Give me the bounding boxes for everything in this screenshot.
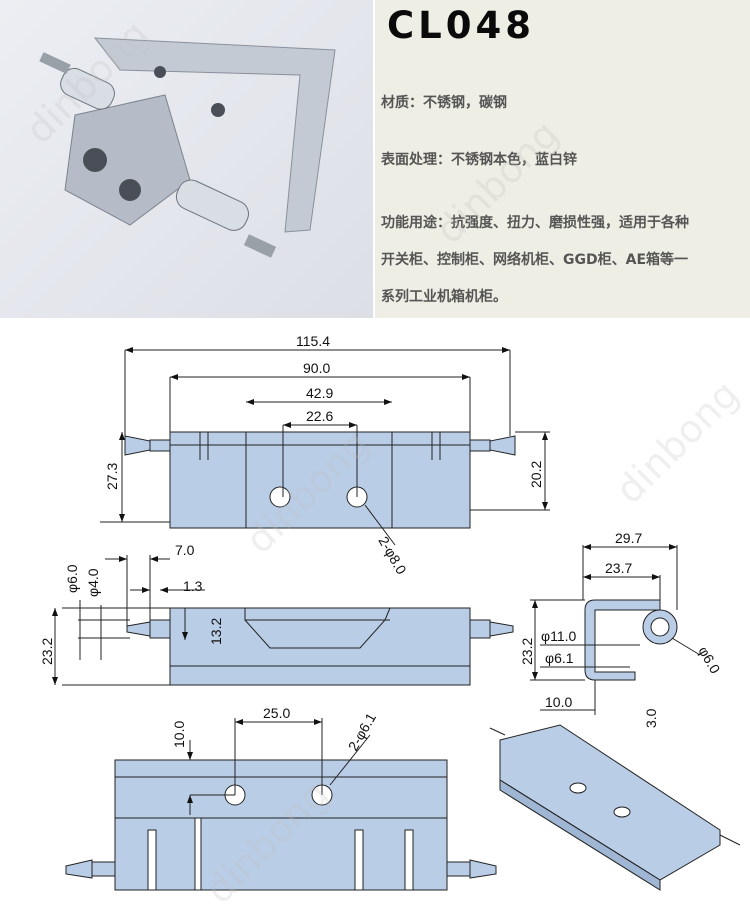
hole-note-bottom: 2-φ6.1	[345, 710, 379, 754]
dim-height-left: 27.3	[104, 463, 120, 490]
top-view	[100, 347, 550, 546]
dim-end-pin-dia: φ6.0	[695, 644, 723, 677]
function-line-2: 开关柜、控制柜、网络机柜、GGD柜、AE箱等一	[381, 252, 689, 268]
surface-text: 表面处理：不锈钢本色，蓝白锌	[381, 152, 577, 168]
dim-end-width: 29.7	[615, 530, 642, 546]
dim-bottom-offset: 10.0	[171, 721, 187, 748]
dim-end-inner: 23.7	[605, 560, 632, 576]
dim-hole-pitch: 22.6	[306, 408, 333, 424]
dim-height-right: 20.2	[528, 461, 544, 488]
dim-pin-length: 7.0	[175, 542, 195, 558]
end-view	[530, 544, 701, 715]
dim-slot: 13.2	[208, 618, 224, 645]
dim-body-length: 90.0	[303, 360, 330, 376]
model-title: CL048	[387, 4, 535, 47]
dim-outer-dia: φ11.0	[541, 628, 577, 644]
product-info-panel: CL048 材质：不锈钢，碳钢 表面处理：不锈钢本色，蓝白锌 功能用途：抗强度、…	[375, 0, 750, 318]
dim-overall-length: 115.4	[296, 333, 330, 349]
dim-end-height: 23.2	[519, 638, 535, 665]
material-text: 材质：不锈钢，碳钢	[381, 95, 507, 111]
dim-center: 42.9	[306, 385, 333, 401]
hole-note-top: 2-φ8.0	[375, 534, 409, 578]
product-photo	[0, 0, 373, 318]
technical-drawing: 115.4 90.0 42.9 22.6 27.3 20.2 2-φ8.0 7.…	[39, 333, 741, 891]
isometric-view	[489, 724, 741, 891]
dim-inner-dia: φ6.1	[545, 650, 574, 666]
dim-pin-dia: φ6.0	[64, 564, 80, 593]
function-line-1: 功能用途：抗强度、扭力、磨损性强，适用于各种	[381, 215, 689, 231]
dim-tab: 10.0	[545, 694, 572, 710]
bottom-view	[65, 718, 497, 891]
dim-side-height: 23.2	[39, 638, 55, 665]
dim-thickness: 3.0	[643, 708, 659, 728]
dim-groove: 1.3	[183, 578, 203, 594]
side-view	[52, 555, 514, 686]
dim-pin-inner: φ4.0	[85, 568, 101, 597]
hinge-photo-illustration	[39, 37, 336, 258]
dim-bottom-pitch: 25.0	[263, 705, 290, 721]
function-line-3: 系列工业机箱机柜。	[381, 289, 507, 305]
